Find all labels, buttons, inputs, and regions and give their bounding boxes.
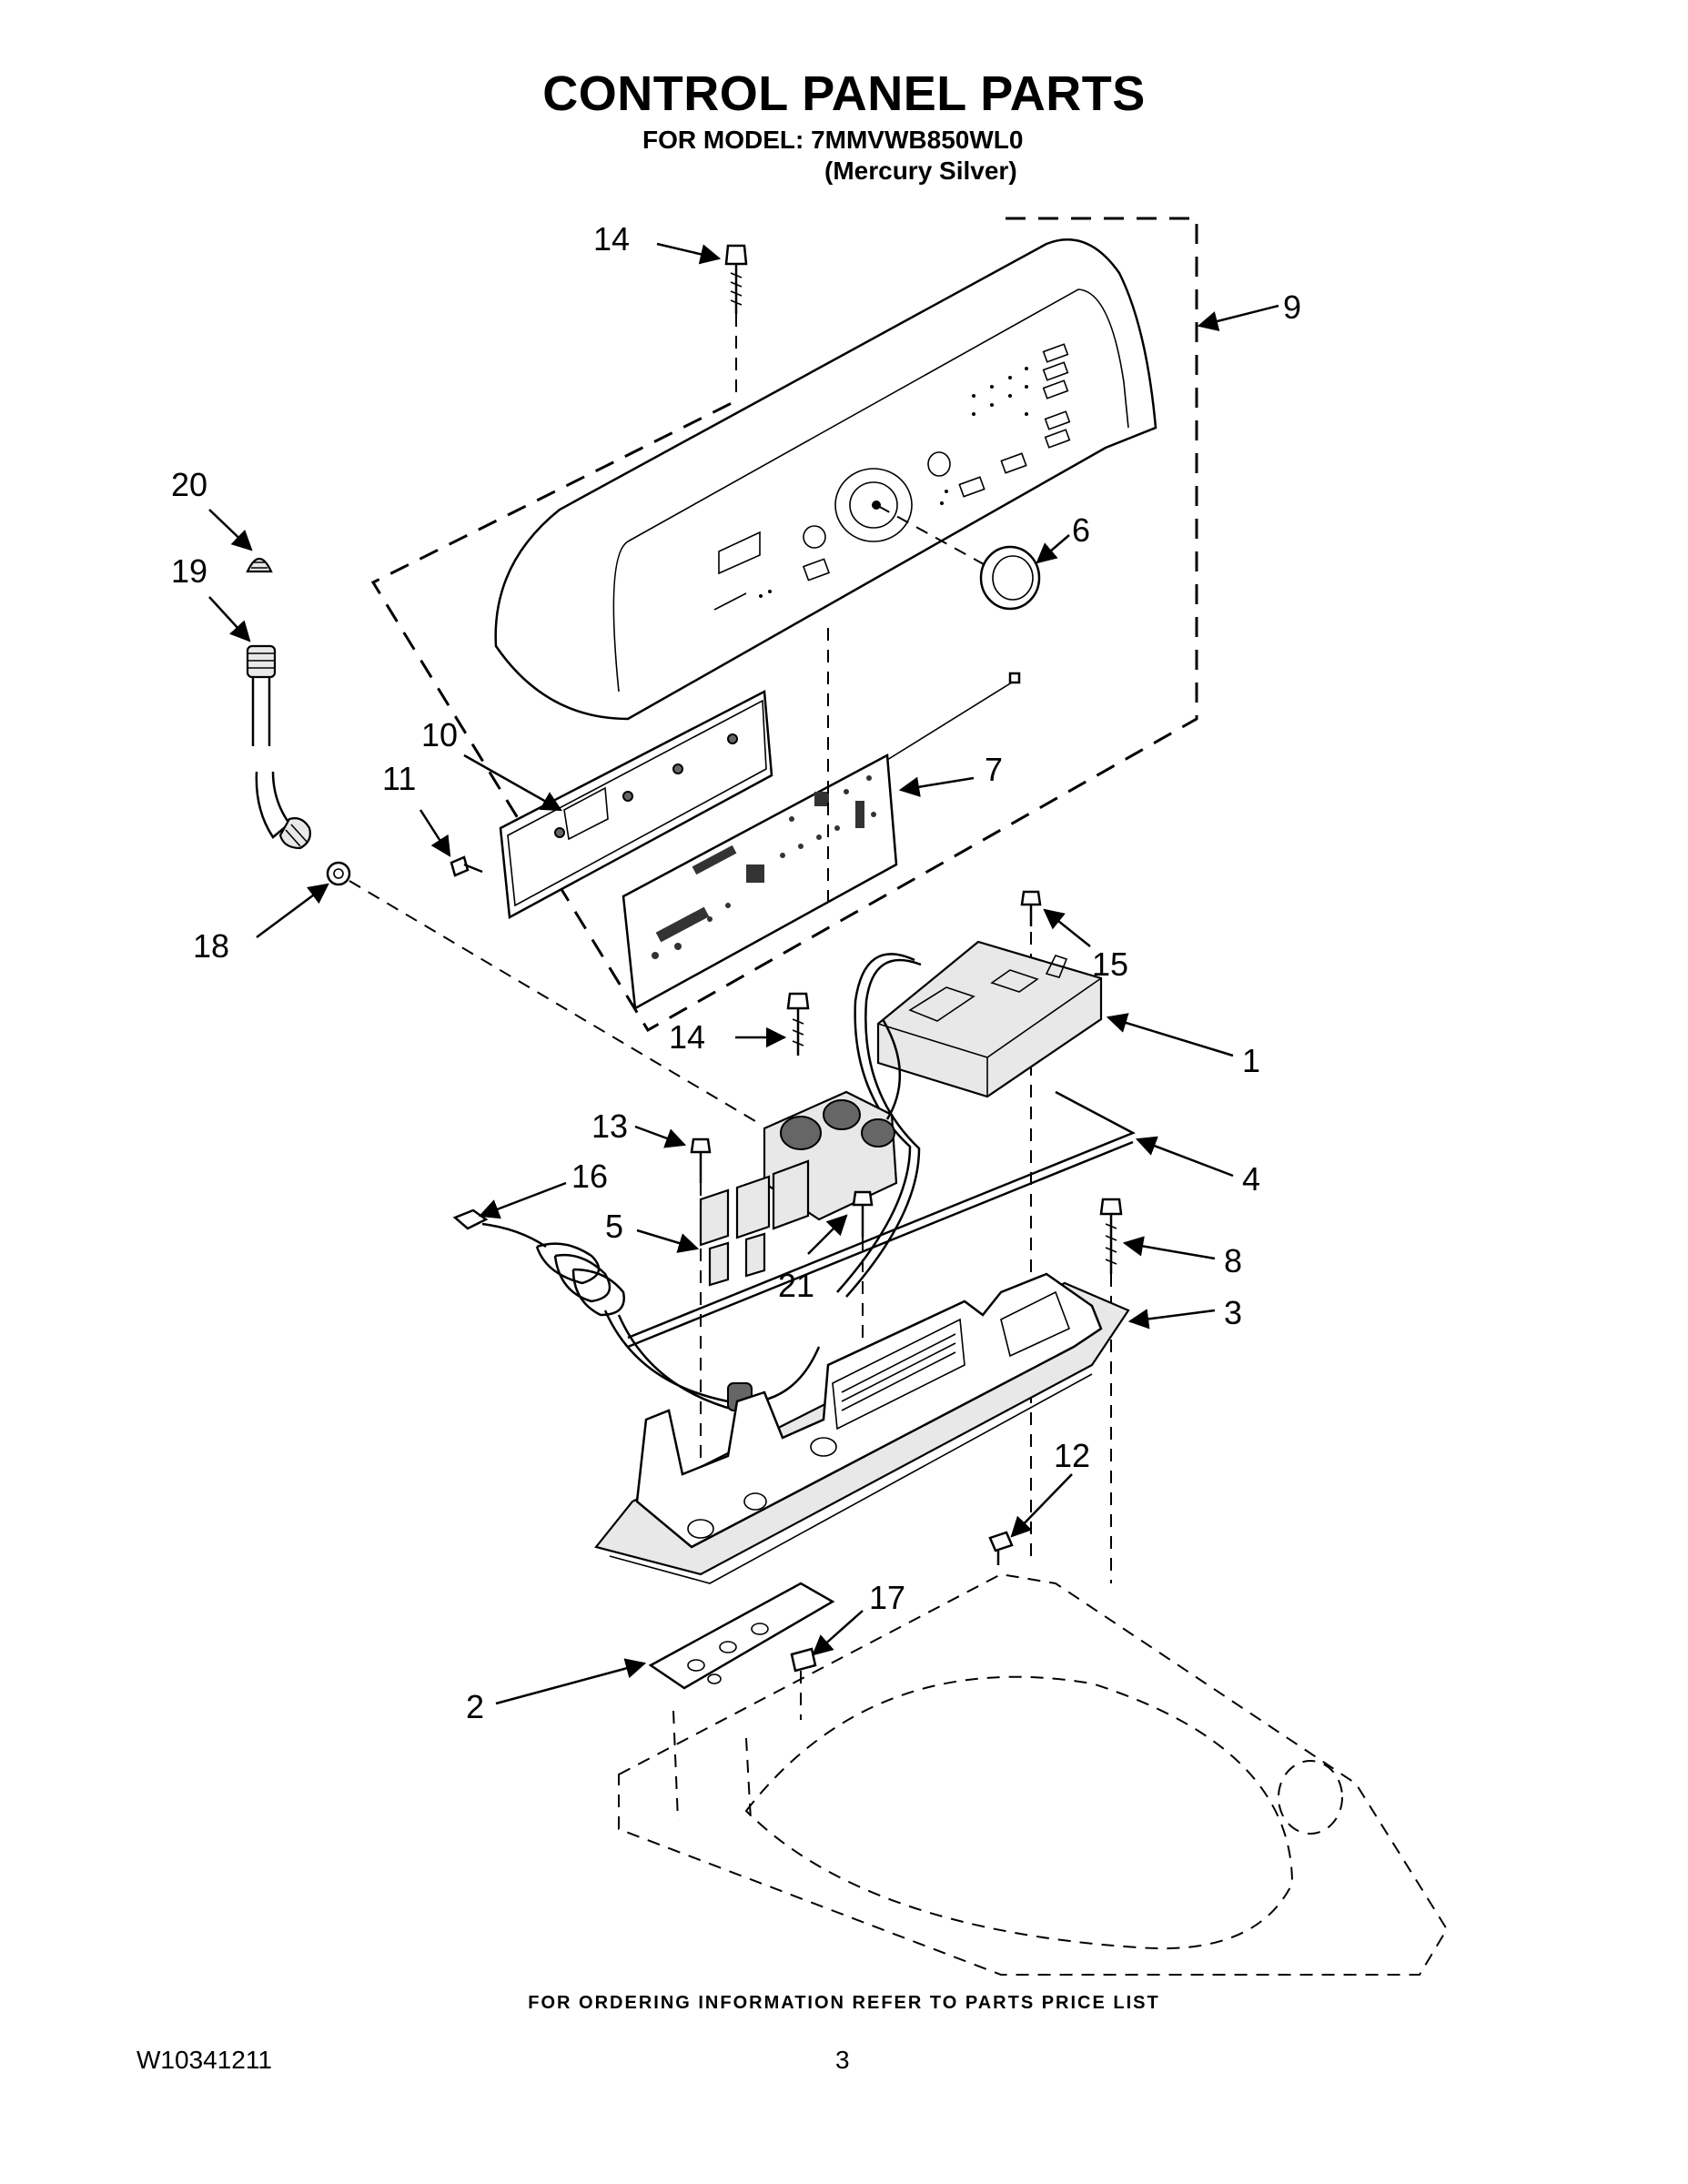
callout-14-lower: 14 [669, 1018, 705, 1056]
water-valve-part-5 [699, 1018, 901, 1287]
screw-part-11 [450, 855, 483, 877]
document-number: W10341211 [136, 2046, 272, 2074]
callout-10: 10 [421, 716, 458, 753]
rod-part-4 [627, 1090, 1136, 1349]
callout-7: 7 [985, 751, 1003, 788]
wire-harness-part-16 [452, 1208, 821, 1412]
callout-20: 20 [171, 466, 207, 503]
callout-numbers: 14 9 20 19 6 10 7 11 18 15 14 1 13 4 16 … [171, 220, 1301, 1725]
clip-part-12 [988, 1531, 1014, 1565]
screw-part-14-lower [786, 992, 810, 1056]
callout-14-top: 14 [593, 220, 630, 258]
shield-part-2 [648, 1582, 835, 1690]
hose-part-19 [246, 644, 311, 850]
callout-2: 2 [466, 1688, 484, 1725]
screw-part-21 [852, 1190, 874, 1347]
callout-6: 6 [1072, 511, 1090, 549]
callout-15: 15 [1092, 945, 1128, 983]
control-board-part-7 [622, 672, 1021, 1011]
washer-part-18 [326, 861, 756, 1122]
callout-19: 19 [171, 552, 207, 590]
callout-3: 3 [1224, 1294, 1242, 1331]
top-panel-phantom [618, 1572, 1449, 1976]
knob-part-6 [877, 505, 1041, 611]
screw-part-15 [1020, 890, 1042, 926]
model-line: FOR MODEL: 7MMVWB850WL0 [642, 126, 1024, 154]
page-title: CONTROL PANEL PARTS [542, 66, 1146, 121]
callout-leaders [208, 242, 1279, 1705]
callout-9: 9 [1283, 288, 1301, 326]
callout-5: 5 [605, 1208, 623, 1245]
callout-17: 17 [869, 1579, 905, 1616]
callout-11: 11 [382, 760, 416, 797]
callout-18: 18 [193, 927, 229, 965]
model-variant: (Mercury Silver) [824, 157, 1017, 185]
screw-part-14-top [724, 244, 748, 400]
clip-part-17 [790, 1647, 817, 1720]
callout-8: 8 [1224, 1242, 1242, 1279]
callout-16: 16 [571, 1158, 608, 1195]
callout-21: 21 [778, 1267, 814, 1304]
screw-part-8 [1099, 1198, 1123, 1583]
console-base-part-3 [594, 1272, 1130, 1584]
console-part-9 [494, 238, 1157, 721]
housing-part-10 [499, 690, 773, 919]
callout-4: 4 [1242, 1160, 1260, 1198]
callout-13: 13 [591, 1107, 628, 1145]
control-module-part-1 [836, 940, 1103, 1298]
callout-12: 12 [1054, 1437, 1090, 1474]
page-number: 3 [835, 2046, 850, 2074]
strainer-part-20 [246, 557, 273, 573]
console-assembly-boundary [370, 217, 1198, 1033]
callout-1: 1 [1242, 1042, 1260, 1079]
ordering-info-note: FOR ORDERING INFORMATION REFER TO PARTS … [528, 1993, 1160, 2013]
